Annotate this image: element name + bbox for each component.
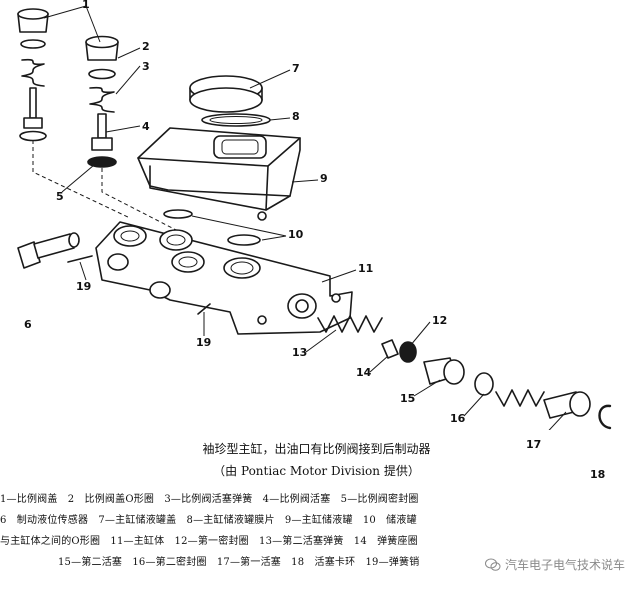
callout-3: 3 (142, 60, 150, 73)
callout-19-b: 19 (196, 336, 212, 349)
legend-line-3: 与主缸体之间的O形圈 11—主缸体 12—第一密封圈 13—第二活塞弹簧 14 … (0, 536, 418, 547)
reservoir-o-ring-b (227, 234, 261, 246)
master-cylinder-exploded-view (17, 5, 612, 430)
secondary-seal (474, 372, 494, 396)
primary-piston (543, 391, 591, 419)
callout-12: 12 (432, 314, 448, 327)
legend-line-1: 1—比例阀盖 2 比例阀盖O形圈 3—比例阀活塞弹簧 4—比例阀活塞 5—比例阀… (0, 494, 419, 505)
secondary-piston (423, 357, 465, 385)
primary-piston-spring (495, 389, 545, 407)
primary-seal (399, 341, 417, 363)
callout-2: 2 (142, 40, 150, 53)
callout-15: 15 (400, 392, 416, 405)
callout-1: 1 (82, 0, 90, 11)
fluid-reservoir (137, 127, 301, 221)
callout-14: 14 (356, 366, 372, 379)
callout-19-a: 19 (76, 280, 92, 293)
figure-caption-source: （由 Pontiac Motor Division 提供） (213, 464, 420, 478)
legend-line-4: 15—第二活塞 16—第二密封圈 17—第一活塞 18 活塞卡环 19—弹簧销 (58, 557, 420, 568)
valve-alignment-line-a (32, 140, 131, 219)
reservoir-o-ring-a (163, 209, 193, 219)
callout-5: 5 (56, 190, 64, 203)
callout-7: 7 (292, 62, 300, 75)
master-cylinder-body (95, 221, 353, 335)
watermark: 汽车电子电气技术说车 (484, 556, 625, 573)
fluid-level-sensor (17, 232, 80, 269)
figure-caption-title: 袖珍型主缸，出油口有比例阀接到后制动器 (202, 442, 431, 456)
callout-6: 6 (24, 318, 32, 331)
reservoir-cap (189, 75, 263, 113)
piston-snap-ring (598, 404, 612, 430)
proportioning-valve-b (85, 35, 119, 168)
callout-9: 9 (320, 172, 328, 185)
callout-13: 13 (292, 346, 308, 359)
valve-alignment-line-b (101, 168, 181, 233)
legend-line-2: 6 制动液位传感器 7—主缸储液罐盖 8—主缸储液罐膜片 9—主缸储液罐 10 … (0, 515, 417, 526)
spring-pin-b (197, 303, 211, 315)
callout-10: 10 (288, 228, 304, 241)
reservoir-diaphragm (201, 113, 271, 127)
secondary-piston-spring (317, 315, 383, 333)
callout-4: 4 (142, 120, 150, 133)
proportioning-valve-a (17, 8, 49, 142)
spring-pin-a (67, 255, 93, 263)
wechat-icon (484, 558, 501, 571)
callout-18: 18 (590, 468, 606, 481)
watermark-text: 汽车电子电气技术说车 (504, 558, 625, 572)
leader-lines (43, 5, 606, 430)
callout-11: 11 (358, 262, 374, 275)
callout-8: 8 (292, 110, 300, 123)
callout-16: 16 (450, 412, 466, 425)
spring-retainer (381, 339, 399, 359)
callout-17: 17 (526, 438, 542, 451)
